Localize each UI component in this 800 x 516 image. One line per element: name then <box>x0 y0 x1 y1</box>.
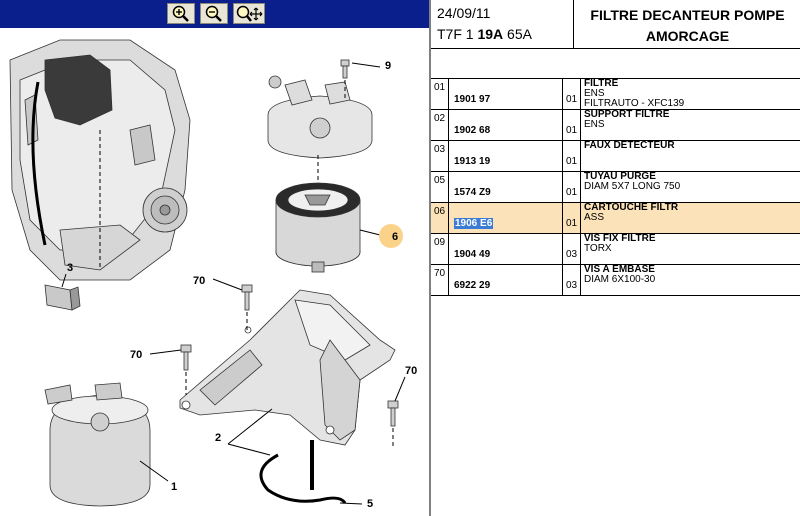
panel-divider <box>429 0 431 516</box>
callout-3[interactable]: 3 <box>67 262 73 274</box>
part-reference[interactable]: 1906 E6 <box>454 218 494 229</box>
magnifier-move-icon <box>236 5 263 22</box>
item-number: 09 <box>431 234 449 264</box>
callout-70-a[interactable]: 70 <box>193 275 205 287</box>
part-detail: ENS <box>584 88 605 99</box>
page-title-line2: AMORCAGE <box>645 28 730 44</box>
filter-cartridge-part <box>275 182 361 273</box>
part-name: FILTRE <box>584 78 619 89</box>
part-name: FAUX DETECTEUR <box>584 140 675 151</box>
page-title-line1: FILTRE DECANTEUR POMPE <box>590 7 785 23</box>
part-quantity: 03 <box>566 280 578 291</box>
callout-leaders <box>61 62 406 505</box>
callout-70-b[interactable]: 70 <box>130 349 142 361</box>
table-row[interactable]: 03 1913 19 01 FAUX DETECTEUR <box>431 141 800 172</box>
item-number: 70 <box>431 265 449 295</box>
item-number: 03 <box>431 141 449 171</box>
part-detail: DIAM 5X7 LONG 750 <box>584 181 681 192</box>
code-bold: 19A <box>477 26 504 42</box>
parts-list-panel: 24/09/11 T7F 1 19A 65A FILTRE DECANTEUR … <box>431 0 800 516</box>
part-name: VIS A EMBASE <box>584 264 655 275</box>
part-name: VIS FIX FILTRE <box>584 233 656 244</box>
zoom-pan-button[interactable] <box>233 3 265 24</box>
part-detail: FILTRAUTO - XFC139 <box>584 98 685 109</box>
item-number: 05 <box>431 172 449 202</box>
magnifier-minus-icon <box>205 5 222 22</box>
part-detail: ENS <box>584 119 605 130</box>
zoom-in-button[interactable] <box>167 3 195 24</box>
callout-1[interactable]: 1 <box>171 481 177 493</box>
part-detail: ASS <box>584 212 605 223</box>
item-number: 01 <box>431 79 449 109</box>
part-name: CARTOUCHE FILTR <box>584 202 679 213</box>
callout-6[interactable]: 6 <box>392 231 398 243</box>
part-reference[interactable]: 1913 19 <box>454 156 491 167</box>
diagram-panel: 9 6 3 70 70 70 2 1 5 <box>0 0 429 510</box>
selected-callout-marker <box>379 224 403 248</box>
part-quantity: 01 <box>566 218 578 229</box>
engine-pipe <box>31 81 47 246</box>
exploded-parts-diagram: 9 6 3 70 70 70 2 1 5 <box>9 39 417 510</box>
part-reference[interactable]: 1902 68 <box>454 125 491 136</box>
screw-parts <box>180 59 399 427</box>
part-reference[interactable]: 1901 97 <box>454 94 491 105</box>
part-quantity: 01 <box>566 156 578 167</box>
page-title: FILTRE DECANTEUR POMPE AMORCAGE <box>575 5 800 47</box>
code-prefix: T7F 1 <box>437 26 474 42</box>
catalog-code: T7F 1 19A 65A <box>437 26 532 42</box>
item-number: 02 <box>431 110 449 140</box>
part-reference[interactable]: 1904 49 <box>454 249 491 260</box>
filter-assembly-part <box>44 382 151 507</box>
callout-70-c[interactable]: 70 <box>405 365 417 377</box>
zoom-toolbar <box>0 0 429 28</box>
part-name: SUPPORT FILTRE <box>584 109 670 120</box>
magnifier-plus-icon <box>172 5 189 22</box>
part-reference[interactable]: 6922 29 <box>454 280 491 291</box>
part-quantity: 01 <box>566 125 578 136</box>
part-reference[interactable]: 1574 Z9 <box>454 187 491 198</box>
part-quantity: 03 <box>566 249 578 260</box>
part-quantity: 01 <box>566 94 578 105</box>
callout-2[interactable]: 2 <box>215 432 221 444</box>
zoom-out-button[interactable] <box>200 3 228 24</box>
support-filtre-part <box>179 289 396 446</box>
purge-tube-part <box>259 453 347 504</box>
callout-5[interactable]: 5 <box>367 498 373 510</box>
part-name: TUYAU PURGE <box>584 171 656 182</box>
part-quantity: 01 <box>566 187 578 198</box>
faux-detecteur-part <box>44 284 81 311</box>
callout-9[interactable]: 9 <box>385 60 391 72</box>
catalog-date: 24/09/11 <box>437 5 491 21</box>
item-number: 06 <box>431 203 449 233</box>
part-detail: TORX <box>584 243 612 254</box>
code-suffix: 65A <box>507 26 532 42</box>
part-detail: DIAM 6X100-30 <box>584 274 656 285</box>
filter-head-part <box>267 75 373 159</box>
